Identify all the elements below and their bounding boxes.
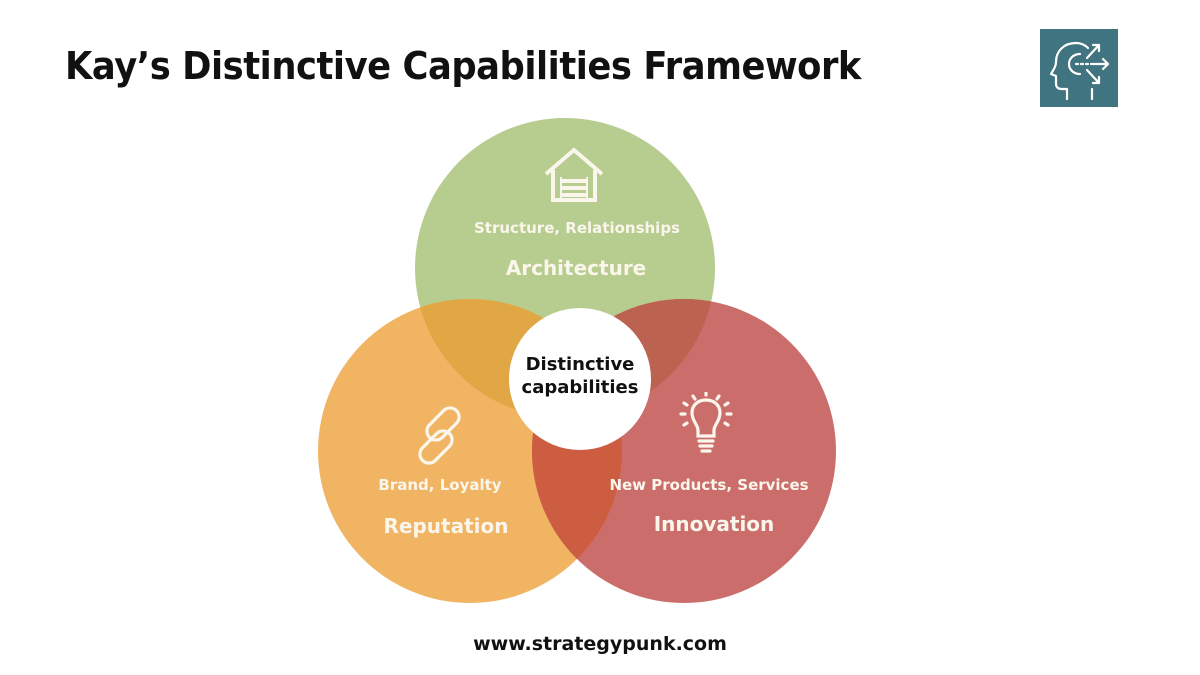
center-label: Distinctive capabilities [522,353,639,399]
architecture-subtitle: Structure, Relationships [474,219,680,237]
innovation-subtitle: New Products, Services [609,476,809,494]
lightbulb-icon [679,392,733,453]
footer-url: www.strategypunk.com [473,633,727,655]
head-with-arrows-icon [1040,29,1118,107]
center-circle [509,308,651,450]
page-title: Kay’s Distinctive Capabilities Framework [65,44,861,88]
chain-link-icon [418,406,461,465]
garage-house-icon [544,147,604,202]
innovation-title: Innovation [653,512,775,536]
logo [1040,29,1118,107]
center-label-line2: capabilities [521,377,639,398]
architecture-title: Architecture [505,256,647,280]
reputation-title: Reputation [383,514,509,538]
reputation-subtitle: Brand, Loyalty [378,476,502,494]
center-label-line1: Distinctive [525,354,635,375]
